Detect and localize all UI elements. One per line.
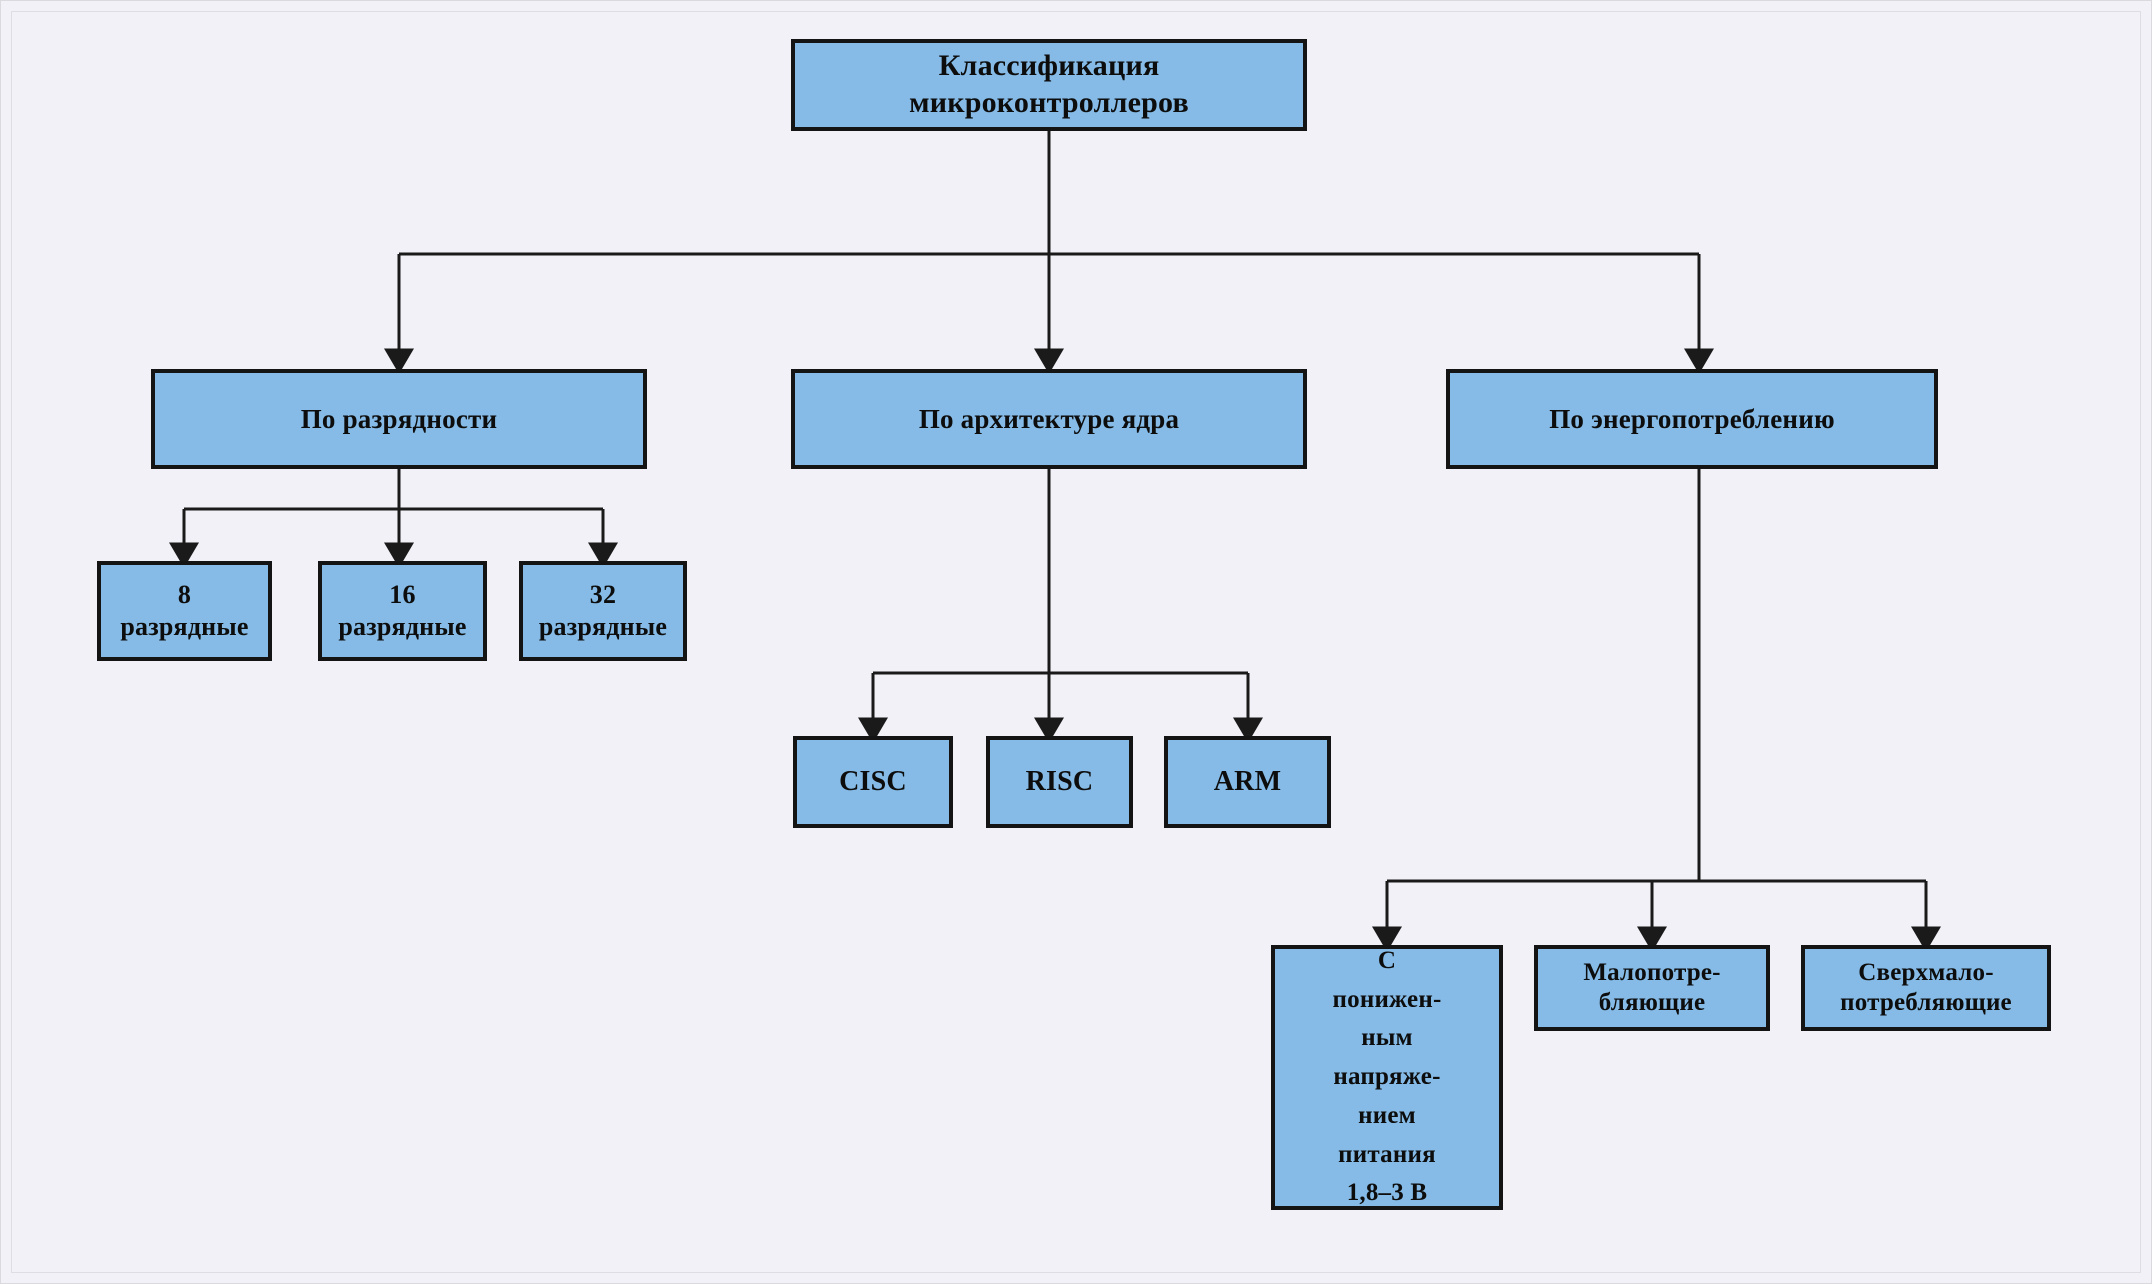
node-leaf-bits-16[interactable]: 16 разрядные [318, 561, 487, 661]
node-root[interactable]: Классификация микроконтроллеров [791, 39, 1307, 131]
node-leaf-bits-16-label: 16 разрядные [338, 580, 467, 641]
node-leaf-risc-label: RISC [1025, 765, 1094, 797]
node-leaf-arm-label: ARM [1213, 765, 1282, 797]
node-leaf-ultra-low-power-label: Сверхмало- потребляющие [1840, 958, 2012, 1017]
node-branch-core-architecture-label: По архитектуре ядра [918, 403, 1180, 434]
node-leaf-low-voltage[interactable]: С понижен- ным напряже- нием питания 1,8… [1271, 945, 1503, 1210]
node-leaf-bits-32[interactable]: 32 разрядные [519, 561, 687, 661]
node-leaf-low-power[interactable]: Малопотре- бляющие [1534, 945, 1770, 1031]
node-leaf-low-voltage-label: С понижен- ным напряже- нием питания 1,8… [1332, 946, 1442, 1207]
node-branch-bit-width-label: По разрядности [300, 403, 498, 434]
node-leaf-bits-32-label: 32 разрядные [538, 580, 668, 641]
node-branch-power-consumption-label: По энергопотреблению [1549, 403, 1835, 434]
node-leaf-low-power-label: Малопотре- бляющие [1583, 958, 1721, 1017]
node-branch-bit-width[interactable]: По разрядности [151, 369, 647, 469]
node-leaf-arm[interactable]: ARM [1164, 736, 1331, 828]
node-leaf-risc[interactable]: RISC [986, 736, 1133, 828]
node-root-label: Классификация микроконтроллеров [909, 49, 1189, 119]
node-leaf-cisc[interactable]: CISC [793, 736, 953, 828]
node-leaf-bits-8-label: 8 разрядные [120, 580, 249, 641]
node-branch-core-architecture[interactable]: По архитектуре ядра [791, 369, 1307, 469]
node-branch-power-consumption[interactable]: По энергопотреблению [1446, 369, 1938, 469]
node-leaf-cisc-label: CISC [839, 765, 907, 797]
node-leaf-bits-8[interactable]: 8 разрядные [97, 561, 272, 661]
node-leaf-ultra-low-power[interactable]: Сверхмало- потребляющие [1801, 945, 2051, 1031]
